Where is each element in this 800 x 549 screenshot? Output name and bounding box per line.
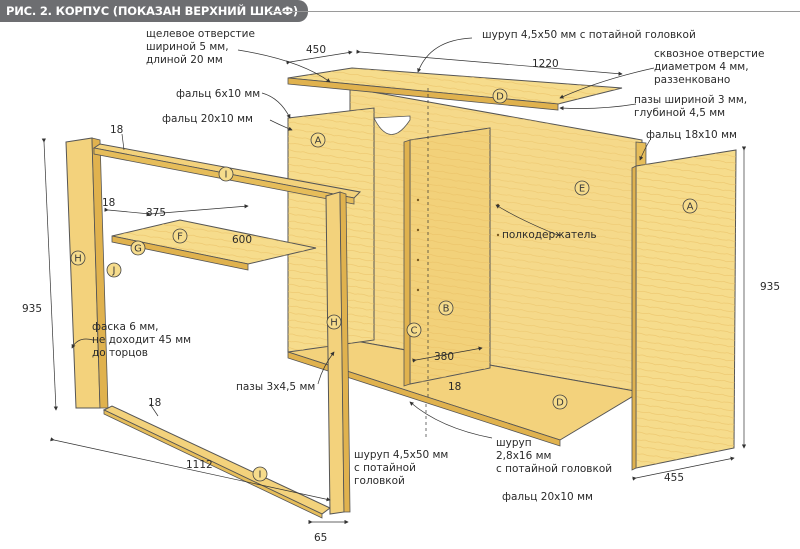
shelf-support-note: полкодержатель <box>502 229 597 241</box>
marker-a-left: A <box>310 132 326 148</box>
chamfer-line2: не доходит 45 мм <box>92 334 191 346</box>
marker-i-top: I <box>218 166 234 182</box>
svg-text:F: F <box>177 232 183 243</box>
screw-bottom-line1: шуруп 4,5х50 мм <box>354 449 448 461</box>
rabbet-6x10-note: фальц 6х10 мм <box>176 88 260 100</box>
svg-text:E: E <box>579 184 585 195</box>
figure-title: РИС. 2. КОРПУС (ПОКАЗАН ВЕРХНИЙ ШКАФ) <box>0 0 308 22</box>
marker-d-bottom: D <box>552 394 568 410</box>
svg-text:I: I <box>259 470 262 481</box>
svg-text:C: C <box>411 326 418 337</box>
screw-bottom-line3: головкой <box>354 475 405 487</box>
marker-e: E <box>574 180 590 196</box>
dim-stile-width: 65 <box>314 532 327 544</box>
dimension-lines <box>41 49 747 525</box>
shelf-g-edge <box>111 235 249 271</box>
right-stile-h-edge <box>339 191 351 513</box>
bottom-rail-i <box>102 405 331 515</box>
svg-text:A: A <box>687 202 694 213</box>
svg-text:B: B <box>443 304 450 315</box>
notch-cutout <box>373 115 411 135</box>
right-side-panel-a-edge <box>631 165 637 471</box>
part-markers: A D E A B C D I F G H J H I <box>70 88 698 482</box>
svg-text:D: D <box>496 92 504 103</box>
dim-top-length: 1220 <box>532 58 559 70</box>
dim-top-depth: 450 <box>306 44 326 56</box>
top-panel-d-grain <box>288 68 622 104</box>
rabbet-20x10-bottom-note: фальц 20х10 мм <box>502 491 593 503</box>
dim-height-left: 935 <box>22 303 42 315</box>
slot-hole-line1: щелевое отверстие <box>146 28 255 40</box>
dim-shelf-length: 600 <box>232 234 252 246</box>
svg-text:G: G <box>134 244 142 255</box>
divider-b-grain <box>410 128 490 384</box>
bottom-rail-i-front <box>103 409 323 519</box>
screw-small-line2: 2,8х16 мм <box>496 450 551 462</box>
through-hole-line1: сквозное отверстие <box>654 48 764 60</box>
screw-bottom-line2: с потайной <box>354 462 416 474</box>
dimension-labels: 450 1220 18 18 375 600 935 935 380 18 18… <box>22 44 780 544</box>
through-hole-line2: диаметром 4 мм, <box>654 61 749 73</box>
chamfer-line1: фаска 6 мм, <box>92 321 159 333</box>
svg-text:J: J <box>112 266 116 277</box>
marker-d-top: D <box>492 88 508 104</box>
svg-text:A: A <box>315 136 322 147</box>
marker-i-bottom: I <box>252 466 268 482</box>
bottom-panel-d-front-edge <box>287 351 561 447</box>
rabbet-18x10-note: фальц 18х10 мм <box>646 129 737 141</box>
divider-c-edge <box>403 139 411 387</box>
svg-text:H: H <box>74 254 82 265</box>
marker-c: C <box>406 322 422 338</box>
right-side-panel-a-grain <box>636 150 736 468</box>
dim-divider-depth: 380 <box>434 351 454 363</box>
dim-side-depth: 455 <box>664 472 684 484</box>
dim-shelf-depth: 375 <box>146 207 166 219</box>
marker-f: F <box>172 228 188 244</box>
grooves-line2: глубиной 4,5 мм <box>634 107 725 119</box>
marker-h-left: H <box>70 250 86 266</box>
marker-b: B <box>438 300 454 316</box>
rabbet-20x10-top-note: фальц 20х10 мм <box>162 113 253 125</box>
svg-text:I: I <box>225 170 228 181</box>
slot-hole-line2: шириной 5 мм, <box>146 41 229 53</box>
marker-a-right: A <box>682 198 698 214</box>
dim-height-right: 935 <box>760 281 780 293</box>
screw-top-note: шуруп 4,5х50 мм с потайной головкой <box>482 29 696 41</box>
slot-hole-line3: длиной 20 мм <box>146 54 223 66</box>
screw-small-line3: с потайной головкой <box>496 463 612 475</box>
dim-rail-thickness: 18 <box>148 397 161 409</box>
through-hole-line3: раззенковано <box>654 74 730 86</box>
annotations: щелевое отверстие шириной 5 мм, длиной 2… <box>92 28 764 503</box>
marker-h-right: H <box>326 314 342 330</box>
dim-face-thickness: 18 <box>110 124 123 136</box>
grooves-line1: пазы шириной 3 мм, <box>634 94 747 106</box>
chamfer-line3: до торцов <box>92 347 148 359</box>
marker-j: J <box>106 262 122 278</box>
shelf-f-grain <box>112 220 316 264</box>
screw-small-line1: шуруп <box>496 437 532 449</box>
svg-text:D: D <box>556 398 564 409</box>
top-panel-d-edge <box>287 77 559 111</box>
title-rule <box>268 11 800 12</box>
marker-g: G <box>130 240 146 256</box>
dim-shelf-thickness: 18 <box>102 197 115 209</box>
svg-text:H: H <box>330 318 338 329</box>
dim-rail-length: 1112 <box>186 459 213 471</box>
grooves-small-note: пазы 3х4,5 мм <box>236 381 315 393</box>
dim-divider-thickness: 18 <box>448 381 461 393</box>
